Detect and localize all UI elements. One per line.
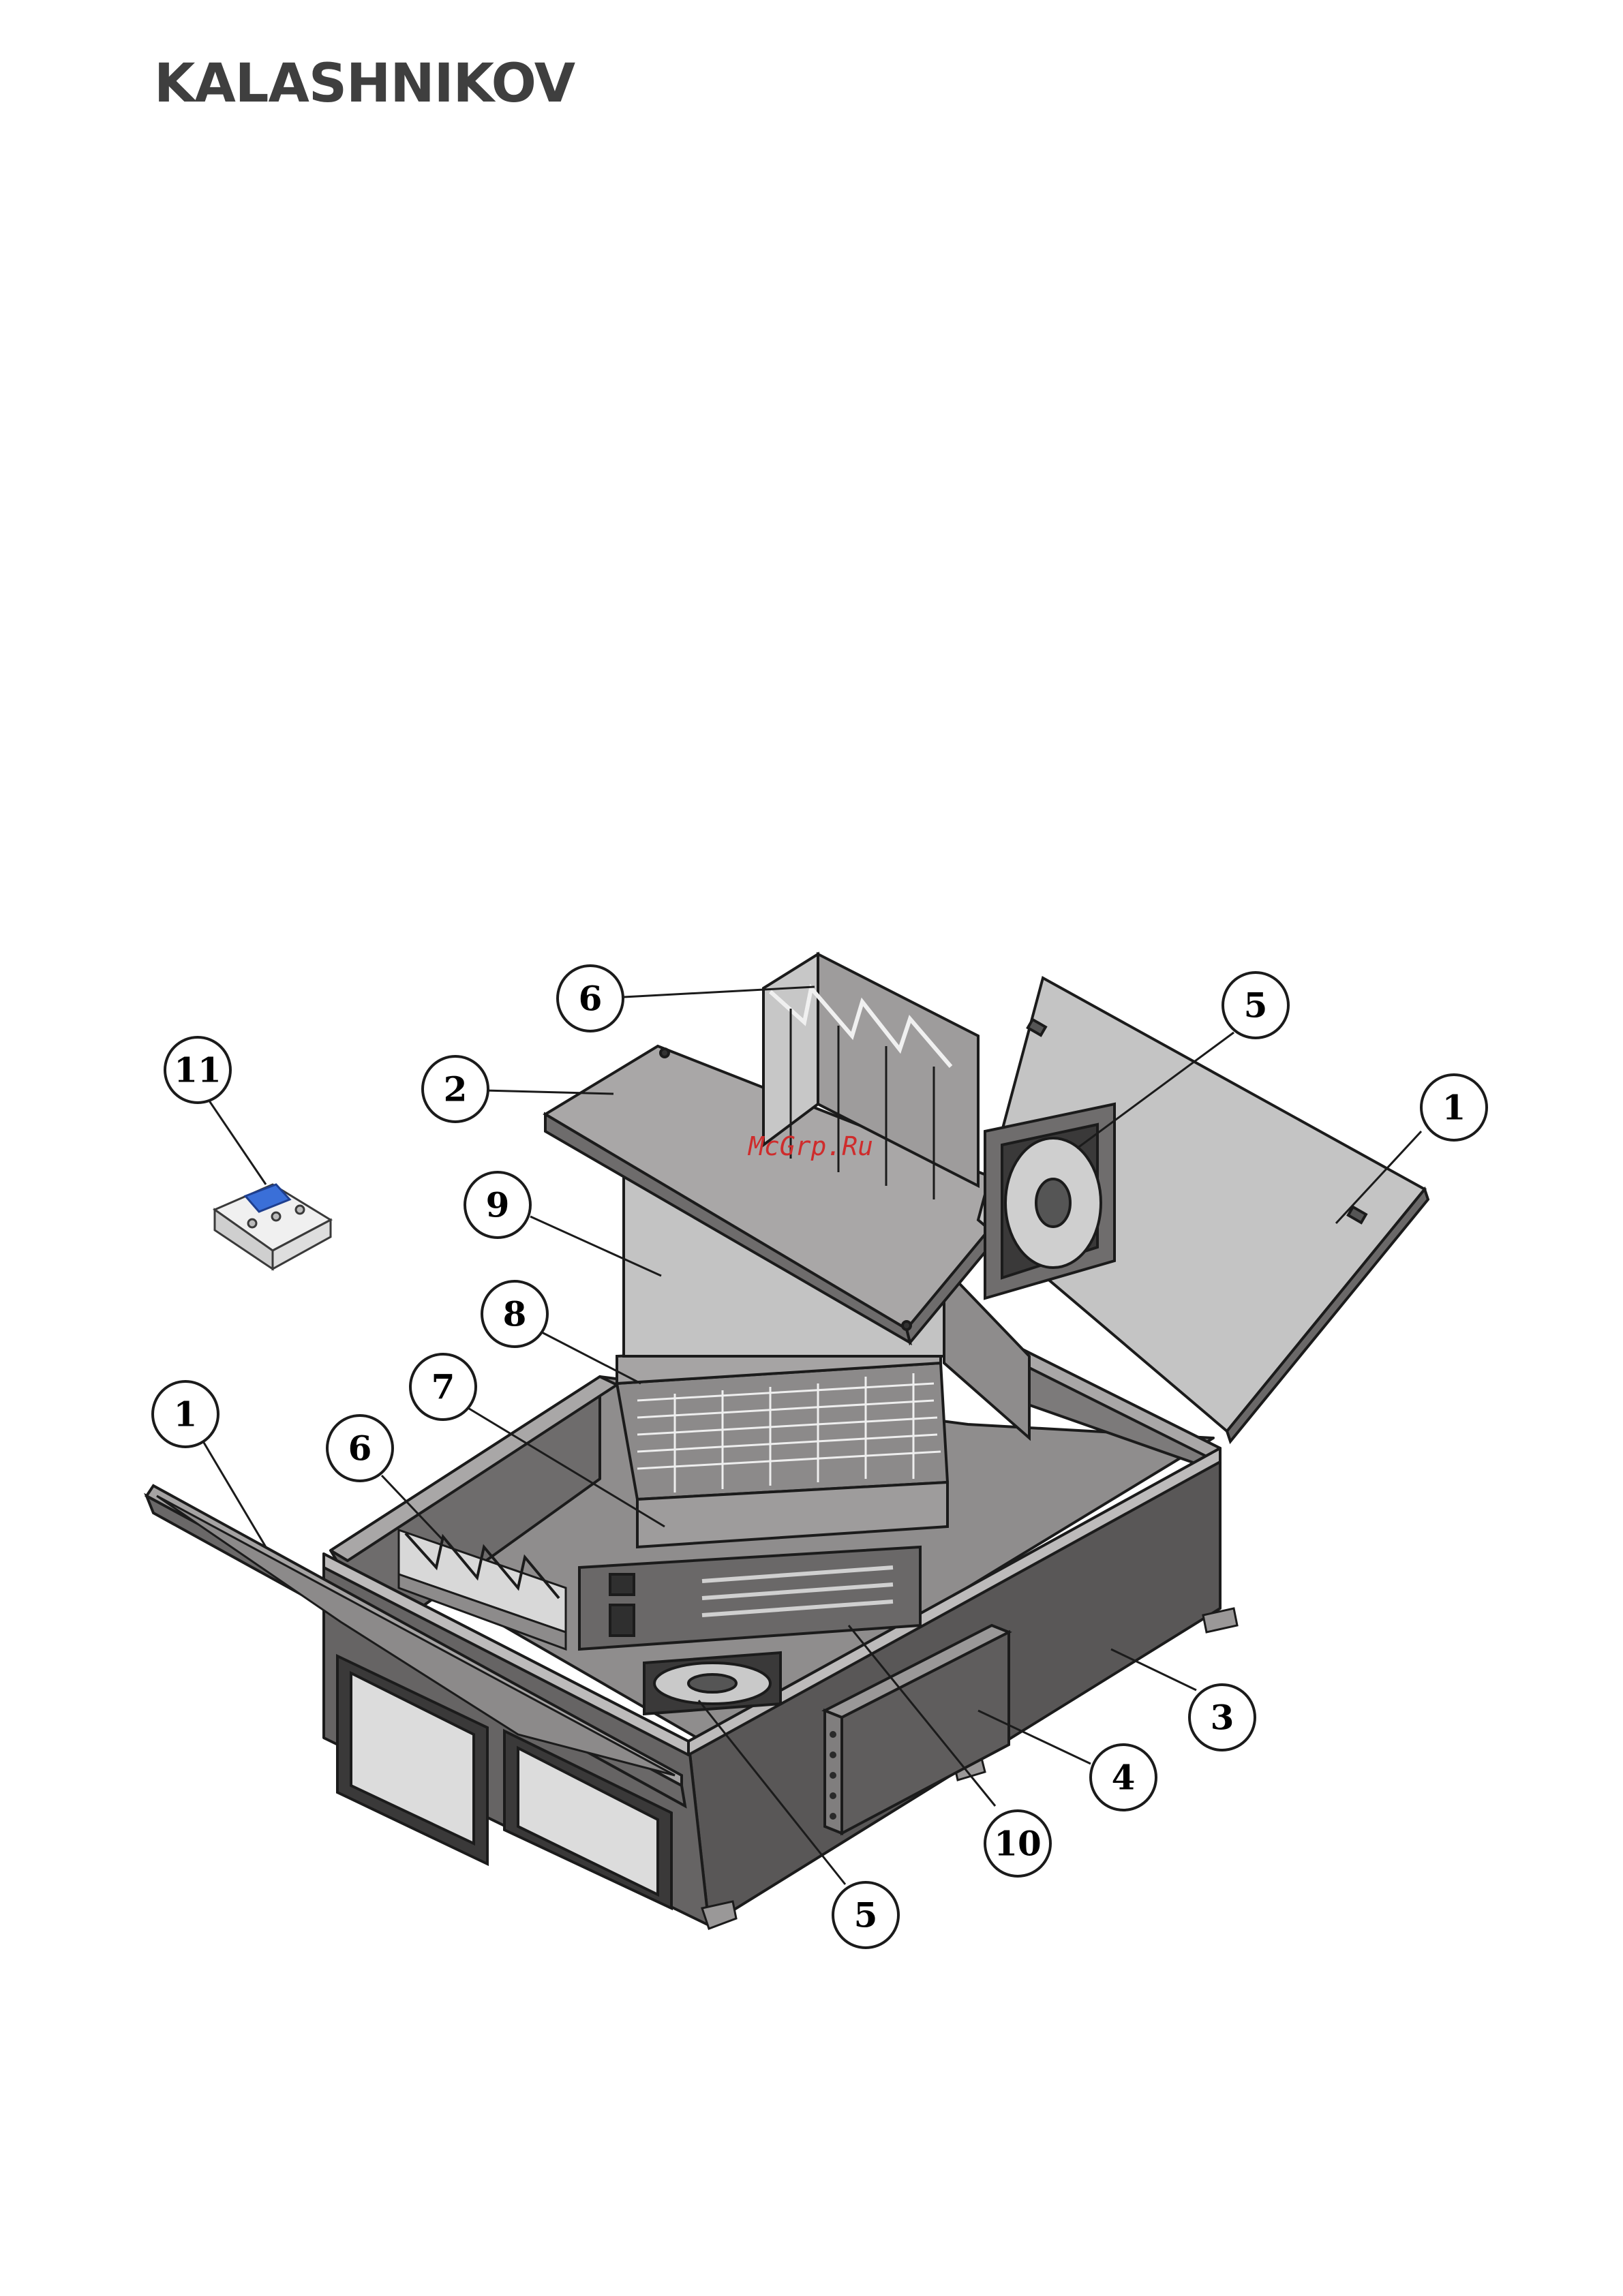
callout-1a: 1 (1421, 1075, 1487, 1140)
callout-label: 3 (1211, 1698, 1234, 1738)
callout-label: 8 (503, 1294, 527, 1334)
callout-label: 9 (486, 1185, 510, 1225)
callout-11: 11 (165, 1037, 230, 1103)
callout-label: 7 (431, 1367, 455, 1407)
callout-6a: 6 (558, 966, 623, 1031)
callout-label: 11 (174, 1050, 222, 1090)
callout-label: 6 (579, 979, 603, 1019)
callout-1b: 1 (153, 1381, 218, 1447)
callout-label: 1 (1442, 1088, 1466, 1128)
callout-2: 2 (423, 1056, 488, 1122)
leader-11 (204, 1094, 266, 1184)
callout-label: 4 (1112, 1758, 1136, 1798)
callout-label: 6 (348, 1428, 372, 1469)
callout-label: 5 (1244, 985, 1268, 1026)
leader-3 (1111, 1649, 1196, 1690)
callout-9: 9 (465, 1172, 530, 1238)
callout-7: 7 (410, 1354, 476, 1420)
recuperator-cassette (617, 1343, 947, 1547)
callout-5a: 5 (1223, 973, 1288, 1038)
callout-label: 5 (854, 1895, 878, 1935)
callout-4: 4 (1091, 1745, 1156, 1810)
callout-label: 10 (994, 1824, 1042, 1864)
callout-10: 10 (985, 1811, 1050, 1876)
watermark-text: McGrp.Ru (747, 1131, 873, 1161)
callout-label: 1 (174, 1394, 198, 1435)
callout-5b: 5 (833, 1882, 898, 1948)
callout-8: 8 (482, 1281, 547, 1347)
remote-controller (215, 1184, 331, 1269)
lower-fan (644, 1653, 780, 1714)
callout-label: 2 (444, 1069, 468, 1109)
callout-3: 3 (1189, 1685, 1255, 1750)
callout-6b: 6 (327, 1415, 393, 1481)
